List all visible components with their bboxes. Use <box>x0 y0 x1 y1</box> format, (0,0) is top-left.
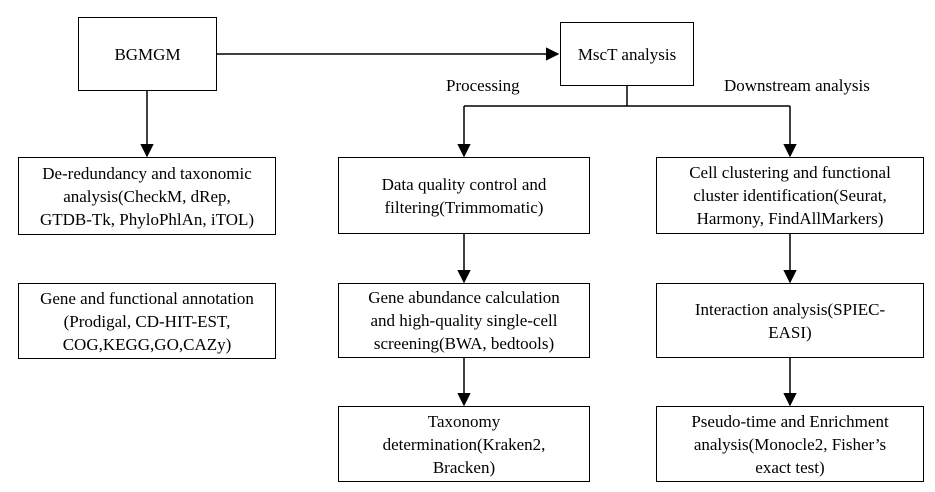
node-abundance-text: Gene abundance calculation and high-qual… <box>368 288 560 353</box>
node-dedup-text: De-redundancy and taxonomic analysis(Che… <box>39 163 255 229</box>
node-msct-analysis: MscT analysis <box>560 22 694 86</box>
node-quality-control: Data quality control and filtering(Trimm… <box>338 157 590 234</box>
node-bgmgm-text: BGMGM <box>114 44 181 64</box>
label-downstream-analysis: Downstream analysis <box>724 76 870 95</box>
node-taxonomy-text: Taxonomy determination(Kraken2, Bracken) <box>382 411 546 477</box>
node-de-redundancy: De-redundancy and taxonomic analysis(Che… <box>18 157 276 235</box>
node-gene-abundance: Gene abundance calculation and high-qual… <box>338 283 590 358</box>
node-bgmgm: BGMGM <box>78 17 217 91</box>
node-msct-text: MscT analysis <box>577 44 677 64</box>
node-gene-annotation: Gene and functional annotation (Prodigal… <box>18 283 276 359</box>
node-pseudo-time: Pseudo-time and Enrichment analysis(Mono… <box>656 406 924 482</box>
node-interaction-analysis: Interaction analysis(SPIEC- EASI) <box>656 283 924 358</box>
node-pseudotime-text: Pseudo-time and Enrichment analysis(Mono… <box>691 411 889 477</box>
node-gene-annot-text: Gene and functional annotation (Prodigal… <box>40 288 254 354</box>
node-qc-text: Data quality control and filtering(Trimm… <box>381 174 547 217</box>
node-cell-clustering: Cell clustering and functional cluster i… <box>656 157 924 234</box>
label-processing: Processing <box>446 76 520 95</box>
node-interaction-text: Interaction analysis(SPIEC- EASI) <box>694 299 886 342</box>
node-taxonomy: Taxonomy determination(Kraken2, Bracken) <box>338 406 590 482</box>
node-clustering-text: Cell clustering and functional cluster i… <box>689 163 891 228</box>
